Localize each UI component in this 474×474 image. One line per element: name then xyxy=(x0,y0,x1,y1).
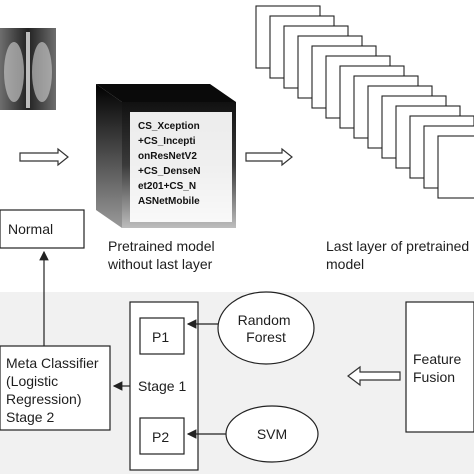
meta-line-3: Regression) xyxy=(6,391,81,407)
meta-line-2: (Logistic xyxy=(6,373,58,389)
feature-fusion-node: Feature Fusion xyxy=(406,302,474,432)
meta-line-1: Meta Classifier xyxy=(6,355,99,371)
p2-label: P2 xyxy=(152,429,169,445)
chest-xray-image xyxy=(0,28,56,110)
arrow-xray-to-model xyxy=(20,149,68,165)
svm-label: SVM xyxy=(257,426,287,442)
p1-label: P1 xyxy=(152,329,169,345)
feature-map-sheet xyxy=(438,136,474,198)
pretrained-line-2: +CS_Incepti xyxy=(138,136,196,147)
pretrained-line-6: ASNetMobile xyxy=(138,196,200,207)
last-layer-caption: Last layer of pretrained model xyxy=(326,238,473,272)
pretrained-line-4: +CS_DenseN xyxy=(138,166,201,177)
rf-line-1: Random xyxy=(238,312,291,328)
svm-node: SVM xyxy=(226,406,318,462)
meta-line-4: Stage 2 xyxy=(6,409,54,425)
pretrained-model-block: CS_Xception +CS_Incepti onResNetV2 +CS_D… xyxy=(96,84,236,228)
pretrained-caption-line-1: Pretrained model xyxy=(108,238,215,254)
stage1-container: P1 Stage 1 P2 xyxy=(130,302,198,470)
pretrained-line-3: onResNetV2 xyxy=(138,151,197,162)
last-layer-caption-line-2: model xyxy=(326,256,364,272)
rf-line-2: Forest xyxy=(246,329,286,345)
normal-label: Normal xyxy=(8,221,53,237)
pretrained-line-1: CS_Xception xyxy=(138,121,200,132)
pretrained-caption-line-2: without last layer xyxy=(107,256,213,272)
last-layer-feature-maps xyxy=(256,6,474,198)
ff-line-1: Feature xyxy=(413,351,461,367)
pretrained-caption: Pretrained model without last layer xyxy=(107,238,219,272)
arrow-model-to-last-layer xyxy=(246,149,292,165)
pretrained-line-5: et201+CS_N xyxy=(138,181,196,192)
normal-node: Normal xyxy=(0,210,84,248)
ff-line-2: Fusion xyxy=(413,369,455,385)
random-forest-node: Random Forest xyxy=(218,292,314,364)
stage1-label: Stage 1 xyxy=(138,378,186,394)
meta-classifier-node: Meta Classifier (Logistic Regression) St… xyxy=(0,346,110,430)
last-layer-caption-line-1: Last layer of pretrained xyxy=(326,238,469,254)
